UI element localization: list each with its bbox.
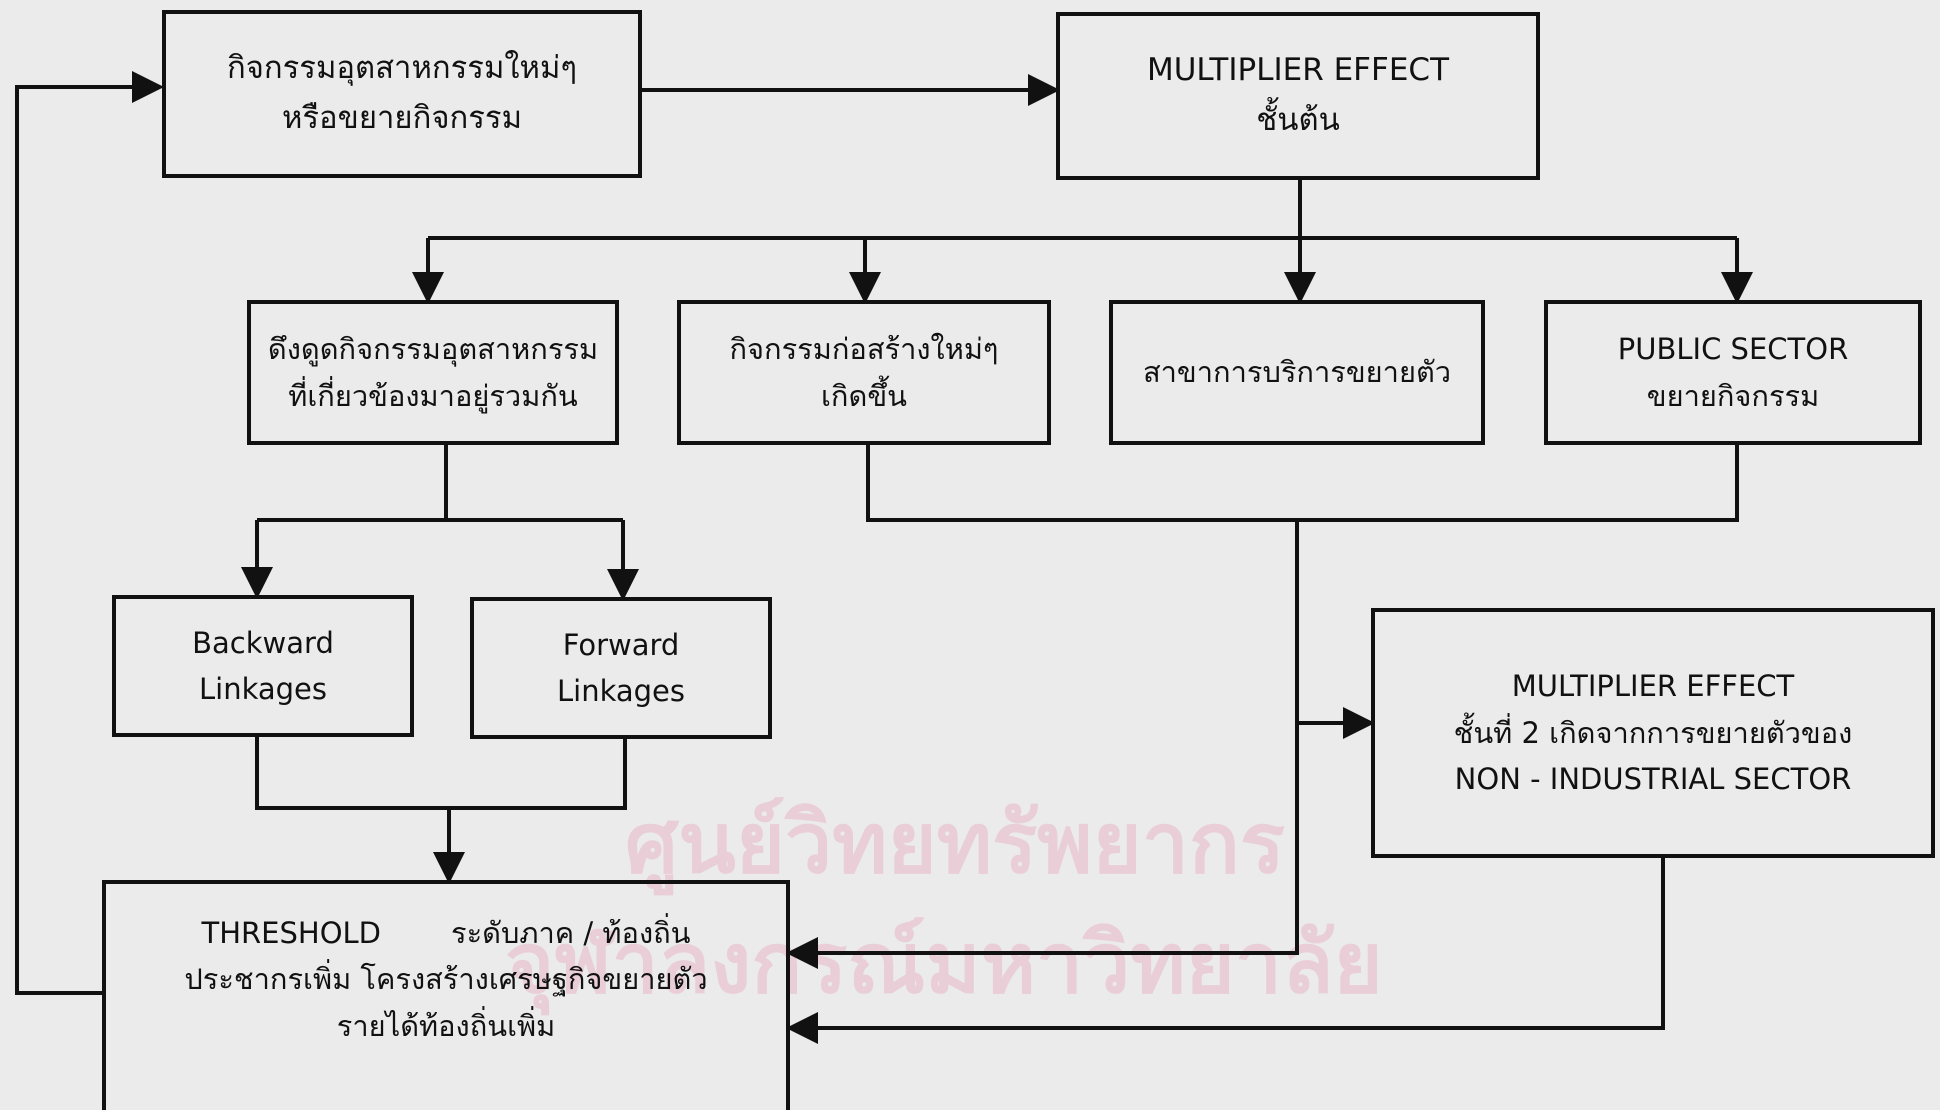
node-public-sector: PUBLIC SECTOR ขยายกิจกรรม	[1544, 300, 1922, 445]
node-attract-related: ดึงดูดกิจกรรมอุตสาหกรรม ที่เกี่ยวข้องมาอ…	[247, 300, 619, 445]
feedback-loop-arrow	[15, 71, 164, 995]
attract-related-split-stem	[257, 443, 448, 522]
node-threshold-line2: ประชากรเพิ่ม โครงสร้างเศรษฐกิจขยายตัว	[184, 962, 708, 997]
node-multiplier-second: MULTIPLIER EFFECT ชั้นที่ 2 เกิดจากการขย…	[1371, 608, 1935, 858]
arrow-collector-to-threshold	[786, 723, 1299, 969]
node-new-industry-line2: หรือขยายกิจกรรม	[281, 100, 523, 136]
node-threshold-title: THRESHOLD	[201, 916, 382, 950]
arrow-second-multiplier-to-threshold	[786, 858, 1665, 1044]
node-public-sector-line2: ขยายกิจกรรม	[1646, 378, 1820, 413]
node-attract-related-line1: ดึงดูดกิจกรรมอุตสาหกรรม	[267, 332, 599, 367]
linkages-merge-line	[255, 735, 627, 810]
node-forward-line1: Forward	[562, 627, 680, 662]
node-multiplier-initial-line1: MULTIPLIER EFFECT	[1146, 52, 1450, 89]
node-backward-linkages: Backward Linkages	[112, 595, 414, 737]
node-multiplier-initial-line2: ชั้นต้น	[1256, 102, 1340, 138]
node-multiplier-second-line2: ชั้นที่ 2 เกิดจากการขยายตัวของ	[1453, 715, 1853, 750]
node-attract-related-line2: ที่เกี่ยวข้องมาอยู่รวมกัน	[288, 378, 578, 413]
node-new-industry-line1: กิจกรรมอุตสาหกรรมใหม่ๆ	[226, 50, 578, 87]
arrow-collector-to-second-multiplier	[1295, 520, 1375, 739]
node-multiplier-second-line1: MULTIPLIER EFFECT	[1511, 669, 1795, 704]
construction-public-collector	[866, 443, 1739, 522]
node-threshold-scope: ระดับภาค / ท้องถิ่น	[451, 916, 691, 950]
node-multiplier-second-line3: NON - INDUSTRIAL SECTOR	[1454, 762, 1852, 797]
node-backward-line1: Backward	[192, 625, 334, 660]
node-multiplier-initial: MULTIPLIER EFFECT ชั้นต้น	[1056, 12, 1540, 180]
node-services-expand: สาขาการบริการขยายตัว	[1109, 300, 1485, 445]
node-threshold: THRESHOLD ระดับภาค / ท้องถิ่น ประชากรเพิ…	[102, 880, 790, 1110]
node-backward-line2: Linkages	[198, 672, 327, 706]
node-new-construction: กิจกรรมก่อสร้างใหม่ๆ เกิดขึ้น	[677, 300, 1051, 445]
node-forward-linkages: Forward Linkages	[470, 597, 772, 739]
node-services-expand-line1: สาขาการบริการขยายตัว	[1142, 355, 1452, 390]
node-new-construction-line1: กิจกรรมก่อสร้างใหม่ๆ	[729, 332, 999, 367]
node-forward-line2: Linkages	[556, 674, 685, 708]
node-public-sector-line1: PUBLIC SECTOR	[1617, 332, 1849, 367]
node-threshold-line3: รายได้ท้องถิ่นเพิ่ม	[336, 1008, 556, 1043]
node-new-construction-line2: เกิดขึ้น	[821, 378, 907, 413]
node-new-industry: กิจกรรมอุตสาหกรรมใหม่ๆ หรือขยายกิจกรรม	[162, 10, 642, 178]
node-threshold-header: THRESHOLD ระดับภาค / ท้องถิ่น	[201, 910, 690, 956]
